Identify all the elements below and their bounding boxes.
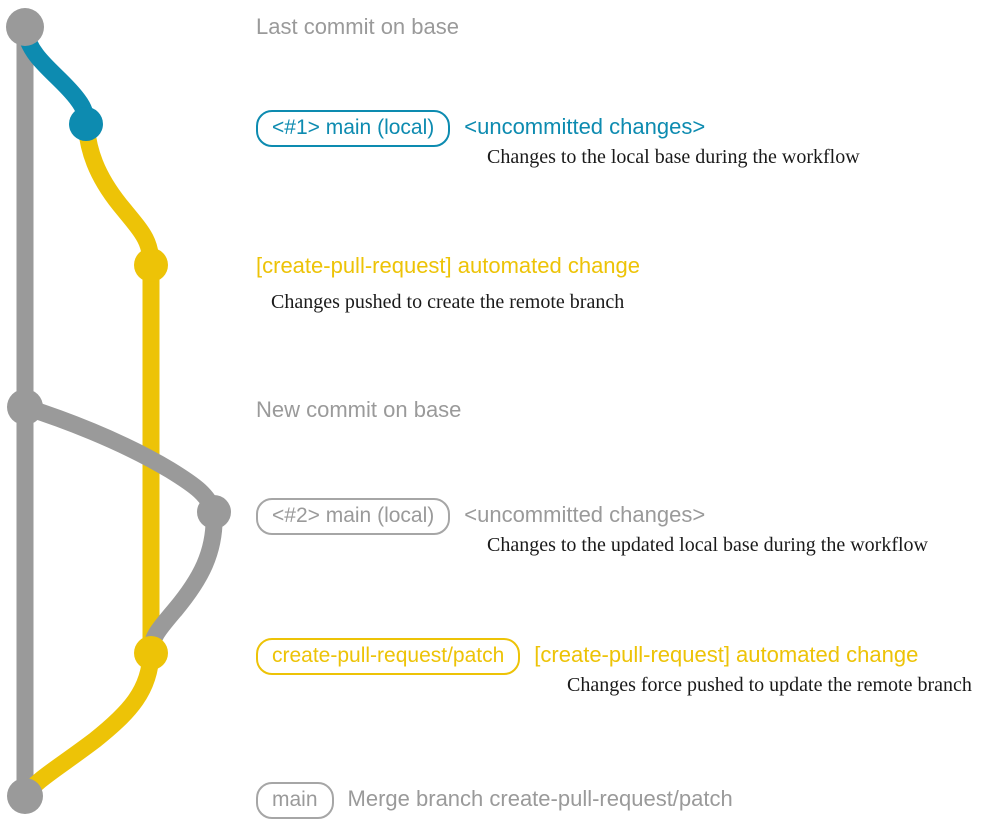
ref-badge-local-2-wrap: <#2> main (local)	[256, 498, 451, 535]
commit-row-last-base: Last commit on base	[256, 16, 459, 38]
commit-note-automated-1: Changes pushed to create the remote bran…	[271, 291, 625, 313]
commit-note-local-2: Changes to the updated local base during…	[487, 534, 928, 556]
edge-local1-to-patch1	[77, 115, 160, 274]
commit-subject: Merge branch create-pull-request/patch	[347, 786, 733, 811]
ref-badge-local-1-wrap: <#1> main (local)	[256, 110, 451, 147]
commit-subject: New commit on base	[256, 397, 462, 422]
edge-local2-to-patch2	[142, 503, 223, 662]
ref-badge-local-2[interactable]: <#2> main (local)	[256, 498, 451, 535]
ref-badge-patch-wrap: create-pull-request/patch	[256, 638, 521, 675]
commit-row-merge: main Merge branch create-pull-request/pa…	[256, 782, 733, 819]
commit-node-automated-2[interactable]	[134, 636, 168, 670]
commit-node-merge[interactable]	[7, 778, 43, 814]
commit-subject: [create-pull-request] automated change	[534, 642, 919, 667]
commit-row-new-base: New commit on base	[256, 399, 461, 421]
commit-node-last-base[interactable]	[6, 8, 44, 46]
ref-badge-local-1[interactable]: <#1> main (local)	[256, 110, 451, 147]
commit-node-local-2[interactable]	[197, 495, 231, 529]
commit-row-automated-1: [create-pull-request] automated change	[256, 255, 640, 277]
edge-patch2-to-merge	[16, 644, 160, 805]
commit-subject: <uncommitted changes>	[464, 114, 706, 139]
commit-subject: [create-pull-request] automated change	[256, 253, 641, 278]
commit-note-automated-2: Changes force pushed to update the remot…	[567, 674, 972, 696]
ref-badge-main-wrap: main	[256, 782, 334, 819]
commit-note-local-1: Changes to the local base during the wor…	[487, 146, 860, 168]
commit-node-local-1[interactable]	[69, 107, 103, 141]
commit-subject: <uncommitted changes>	[464, 502, 706, 527]
ref-badge-patch[interactable]: create-pull-request/patch	[256, 638, 521, 675]
commit-row-local-2: <#2> main (local) <uncommitted changes>	[256, 498, 705, 535]
commit-node-automated-1[interactable]	[134, 248, 168, 282]
edge-base-to-local2	[16, 398, 223, 521]
ref-badge-main[interactable]: main	[256, 782, 334, 819]
commit-row-automated-2: create-pull-request/patch [create-pull-r…	[256, 638, 918, 675]
commit-subject: Last commit on base	[256, 14, 459, 39]
commit-node-new-base[interactable]	[7, 389, 43, 425]
commit-row-local-1: <#1> main (local) <uncommitted changes>	[256, 110, 705, 147]
